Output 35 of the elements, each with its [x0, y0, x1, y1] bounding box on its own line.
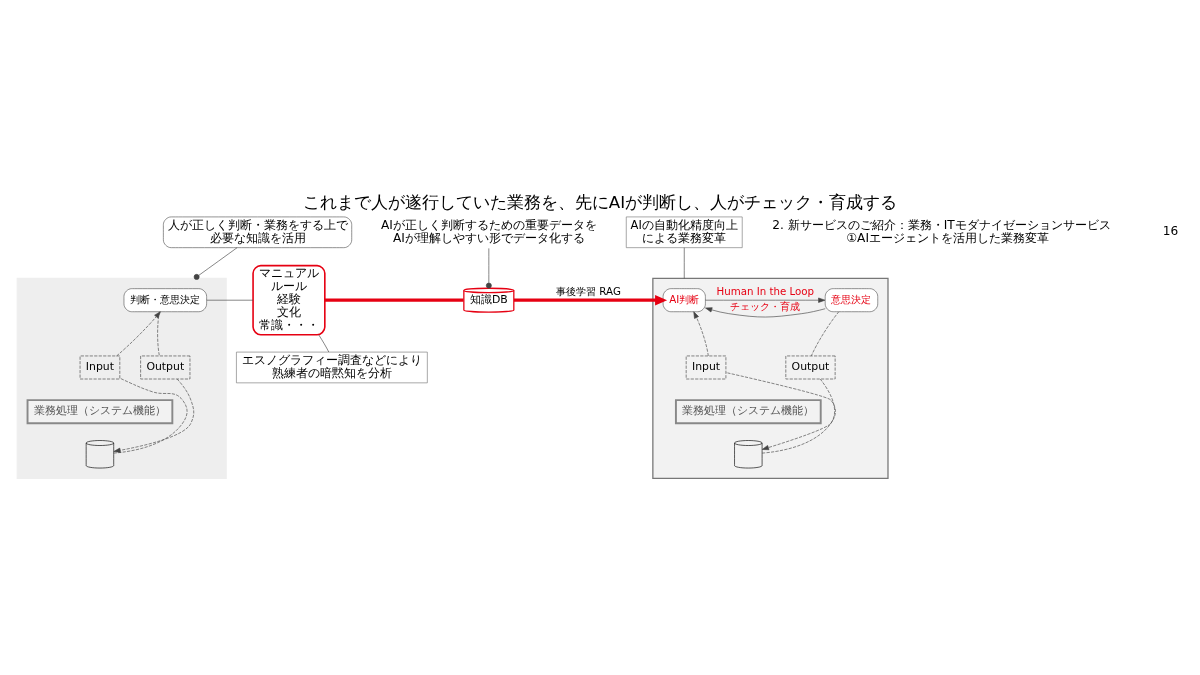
connector [811, 310, 840, 356]
node-box: マニュアル ルール 経験 文化 常識・・・ [252, 264, 326, 336]
node-box: 意思決定 [824, 287, 879, 312]
cluster [16, 277, 227, 479]
edge-label: Human In the Loop [716, 284, 815, 297]
connector [318, 334, 330, 352]
node-box: Output [785, 355, 836, 379]
edge-label: 事後学習 RAG [556, 284, 621, 297]
connector [193, 246, 238, 280]
diagram-title: これまで人が遂行していた業務を、先にAIが判断し、人がチェック・育成する [302, 192, 898, 212]
node-box: AIの自動化精度向上による業務変革 [625, 216, 743, 248]
connector [485, 247, 492, 288]
label: 16 [1162, 223, 1179, 238]
node-text: AIが正しく判断するための重要データをAIが理解しやすい形でデータ化する [380, 217, 597, 245]
node-box: 人が正しく判断・業務をする上で必要な知識を活用 [163, 216, 353, 248]
node-box: Input [685, 355, 727, 379]
arrow [693, 310, 709, 356]
connector [683, 246, 685, 279]
arrow [761, 378, 835, 450]
node-box: 業務処理（システム機能） [674, 398, 822, 424]
node-box: 判断・意思決定 [123, 287, 207, 312]
node-box: 業務処理（システム機能） [26, 398, 174, 424]
arrow [116, 310, 161, 356]
label: 2. 新サービスのご紹介：業務・ITモダナイゼーションサービス ①AIエージェントを活用した業務変革 [772, 217, 1111, 245]
arrow [705, 297, 826, 303]
connector [725, 371, 836, 453]
connector [206, 299, 254, 300]
node-box: Input [79, 355, 121, 379]
arrow [705, 306, 826, 317]
node-box: エスノグラフィー調査などにより熟練者の暗黙知を分析 [236, 351, 428, 383]
node-box: AI判断 [662, 287, 706, 312]
edge-label: チェック・育成 [730, 299, 801, 312]
arrow [514, 294, 668, 305]
node-box: Output [140, 355, 191, 379]
connector [324, 298, 464, 302]
